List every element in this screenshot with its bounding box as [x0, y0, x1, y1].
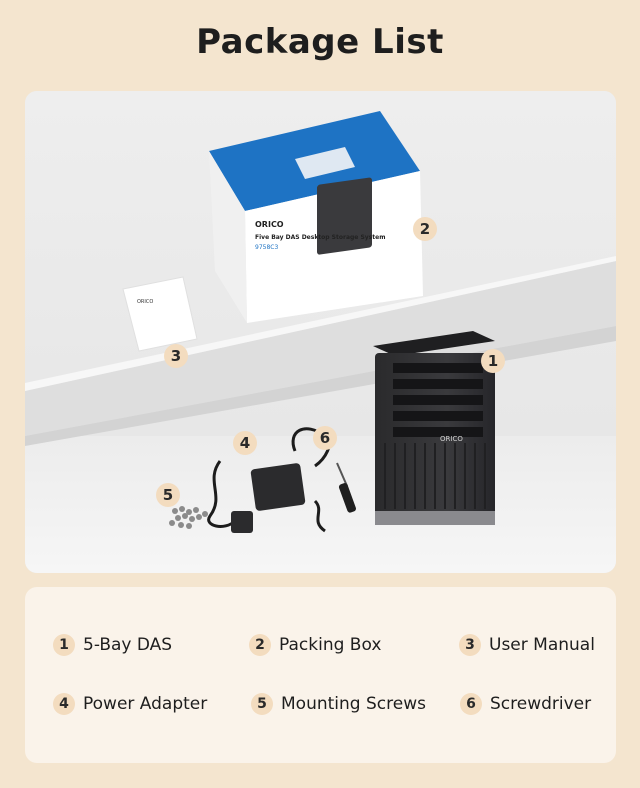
legend-label: Mounting Screws — [281, 694, 426, 714]
legend-label: Screwdriver — [490, 694, 592, 714]
box-model-text: 9758C3 — [255, 244, 278, 251]
legend-number: 6 — [460, 693, 482, 715]
legend-label: Power Adapter — [83, 694, 208, 714]
legend-label: 5-Bay DAS — [83, 635, 173, 655]
packing-box: ORICO Five Bay DAS Desktop Storage Syste… — [209, 111, 423, 323]
legend-item-power-adapter: 4 Power Adapter — [53, 693, 207, 715]
manual-brand-text: ORICO — [137, 299, 153, 305]
callout-5: 5 — [156, 483, 180, 507]
legend-item-das: 1 5-Bay DAS — [53, 634, 172, 656]
legend-item-user-manual: 3 User Manual — [459, 634, 595, 656]
legend-number: 5 — [251, 693, 273, 715]
device-brand-text: ORICO — [440, 435, 463, 443]
callout-4: 4 — [233, 431, 257, 455]
svg-text:3: 3 — [171, 347, 181, 365]
legend-number: 3 — [459, 634, 481, 656]
legend-label: Packing Box — [279, 635, 382, 655]
box-brand-text: ORICO — [255, 220, 284, 229]
legend-label: User Manual — [489, 635, 595, 655]
das-device: ORICO — [373, 331, 495, 525]
legend-number: 4 — [53, 693, 75, 715]
shelf-front — [25, 261, 616, 436]
box-title-text: Five Bay DAS Desktop Storage System — [255, 234, 385, 241]
callout-1: 1 — [481, 349, 505, 373]
mounting-screws — [169, 506, 208, 529]
legend-item-screwdriver: 6 Screwdriver — [460, 693, 591, 715]
legend-item-mounting-screws: 5 Mounting Screws — [251, 693, 426, 715]
legend-number: 2 — [249, 634, 271, 656]
callout-6: 6 — [313, 426, 337, 450]
product-photo: ORICO Five Bay DAS Desktop Storage Syste… — [25, 91, 616, 573]
svg-text:2: 2 — [420, 220, 430, 238]
svg-text:6: 6 — [320, 429, 330, 447]
package-legend: 1 5-Bay DAS 2 Packing Box 3 User Manual … — [25, 587, 616, 763]
callout-3: 3 — [164, 344, 188, 368]
svg-text:5: 5 — [163, 486, 173, 504]
callout-2: 2 — [413, 217, 437, 241]
screwdriver — [336, 462, 356, 513]
page-title: Package List — [196, 22, 444, 62]
svg-text:4: 4 — [240, 434, 250, 452]
svg-text:1: 1 — [488, 352, 498, 370]
legend-item-packing-box: 2 Packing Box — [249, 634, 381, 656]
product-illustration: ORICO Five Bay DAS Desktop Storage Syste… — [25, 91, 616, 573]
user-manual: ORICO — [122, 276, 198, 352]
legend-number: 1 — [53, 634, 75, 656]
